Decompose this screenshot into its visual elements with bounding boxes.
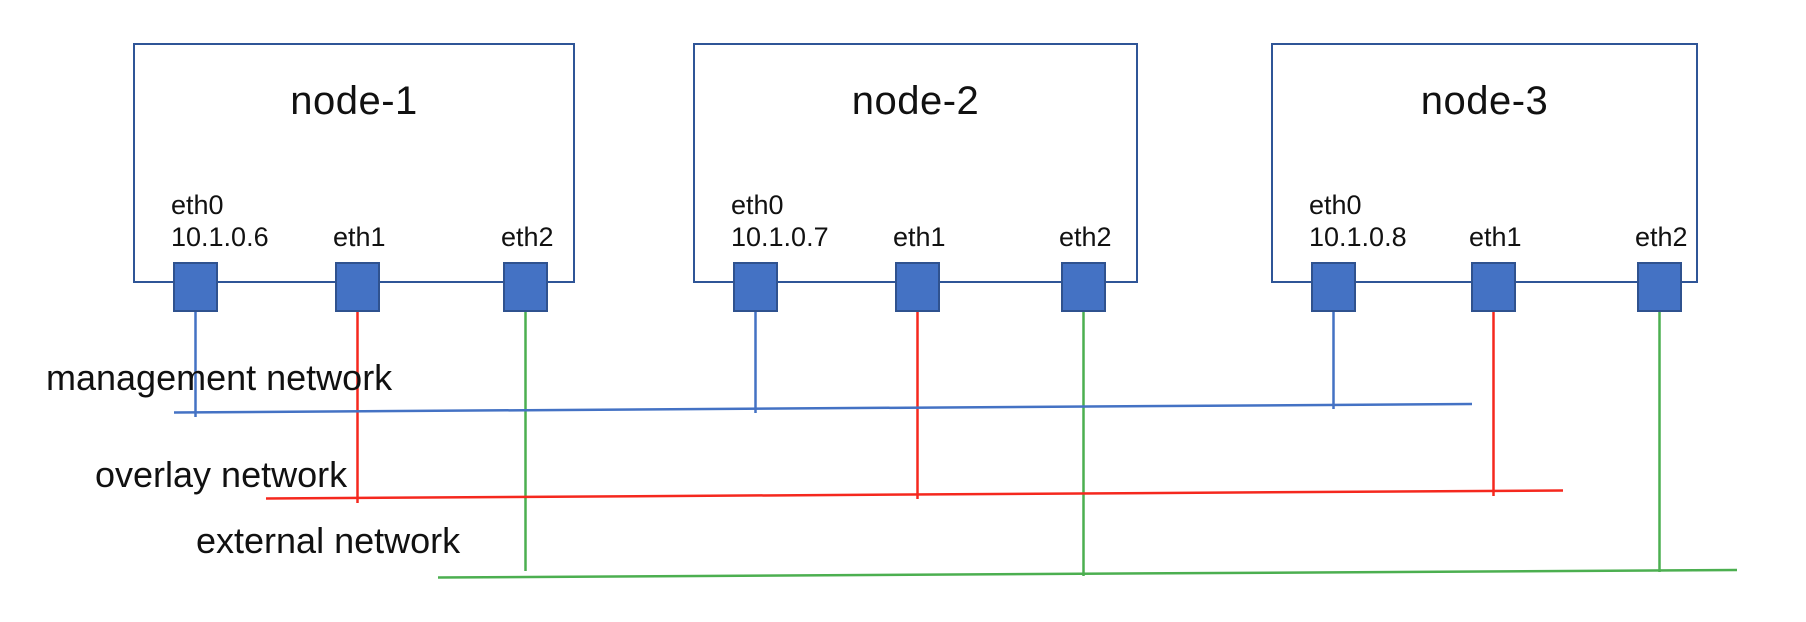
node-1-eth2-label: eth2 [501,222,554,252]
node-1-eth0-port [173,262,218,312]
node-1-eth1-label: eth1 [333,222,386,252]
node-3-eth0-ip: 10.1.0.8 [1309,222,1407,252]
node-1-eth0-label: eth0 [171,190,224,220]
external-network-line [437,568,1738,579]
node-2-eth1-port [895,262,940,312]
node-3-eth0-port [1311,262,1356,312]
node-2-eth0-label: eth0 [731,190,784,220]
node-3-eth1-port [1471,262,1516,312]
node-1-eth0-ip: 10.1.0.6 [171,222,269,252]
node-1-eth2-port [503,262,548,312]
management-network-line [173,402,1473,414]
node-3-eth2-label: eth2 [1635,222,1688,252]
node-2-eth0-ip: 10.1.0.7 [731,222,829,252]
node-3-eth0-label: eth0 [1309,190,1362,220]
node-2-eth2-label: eth2 [1059,222,1112,252]
overlay-network-label: overlay network [95,454,348,495]
node-1-eth1-port [335,262,380,312]
node-2-eth0-port [733,262,778,312]
node-2-eth1-label: eth1 [893,222,946,252]
node-3-eth1-label: eth1 [1469,222,1522,252]
node-2-title: node-2 [851,79,980,123]
external-network-label: external network [196,520,461,561]
node-2-eth2-port [1061,262,1106,312]
node-2-box: node-2 [693,43,1138,283]
overlay-network-line [265,489,1564,500]
node-3-title: node-3 [1420,79,1549,123]
node-1-title: node-1 [290,79,418,123]
management-network-label: management network [46,357,393,398]
node-3-eth2-port [1637,262,1682,312]
